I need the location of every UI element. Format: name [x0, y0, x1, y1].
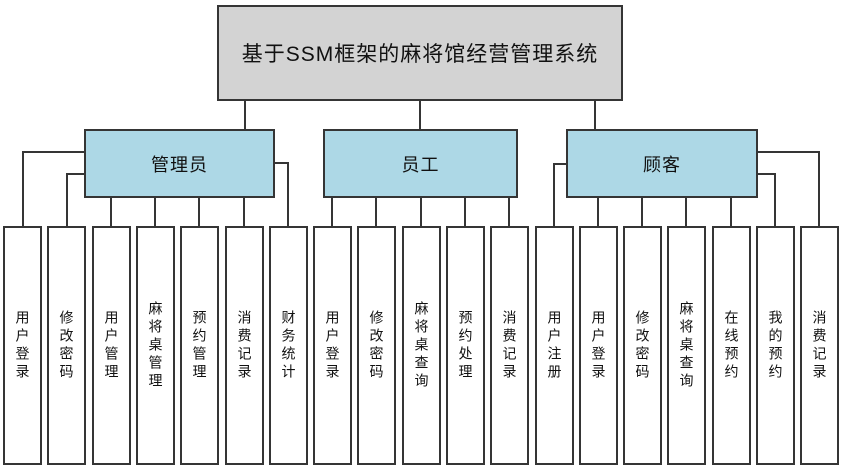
leaf-label: 麻将桌管理 — [147, 300, 164, 391]
leaf-node: 消费记录 — [225, 226, 264, 465]
leaf-node: 修改密码 — [357, 226, 396, 465]
leaf-node: 修改密码 — [47, 226, 86, 465]
group-node-staff: 员工 — [323, 129, 518, 198]
leaf-label: 用户登录 — [590, 309, 607, 382]
connector-line — [22, 151, 86, 153]
connector-line — [110, 196, 112, 227]
connector-line — [154, 196, 156, 227]
group-label: 员工 — [401, 154, 440, 175]
connector-line — [594, 99, 596, 131]
leaf-label: 消费记录 — [501, 309, 518, 382]
leaf-label: 用户登录 — [14, 309, 31, 382]
connector-line — [553, 163, 568, 165]
leaf-node: 用户注册 — [535, 226, 574, 465]
leaf-label: 在线预约 — [723, 309, 740, 382]
leaf-node: 修改密码 — [623, 226, 662, 465]
connector-line — [597, 196, 599, 227]
connector-line — [244, 99, 246, 131]
leaf-node: 预约处理 — [446, 226, 485, 465]
root-node: 基于SSM框架的麻将馆经营管理系统 — [217, 5, 623, 101]
connector-line — [464, 196, 466, 227]
connector-line — [287, 162, 289, 227]
connector-line — [66, 173, 86, 175]
group-node-admin: 管理员 — [84, 129, 275, 198]
leaf-node: 在线预约 — [712, 226, 751, 465]
leaf-node: 麻将桌查询 — [402, 226, 441, 465]
leaf-node: 预约管理 — [180, 226, 219, 465]
connector-line — [243, 196, 245, 227]
connector-line — [685, 196, 687, 227]
connector-line — [273, 162, 289, 164]
leaf-label: 财务统计 — [280, 309, 297, 382]
leaf-node: 消费记录 — [800, 226, 839, 465]
connector-line — [818, 151, 820, 227]
leaf-node: 麻将桌管理 — [136, 226, 175, 465]
connector-line — [375, 196, 377, 227]
leaf-node: 麻将桌查询 — [667, 226, 706, 465]
leaf-label: 我的预约 — [767, 309, 784, 382]
connector-line — [756, 151, 820, 153]
connector-line — [331, 196, 333, 227]
connector-line — [508, 196, 510, 227]
leaf-label: 用户注册 — [546, 309, 563, 382]
connector-line — [22, 151, 24, 227]
leaf-label: 预约处理 — [457, 309, 474, 382]
group-label: 顾客 — [643, 154, 681, 175]
connector-line — [756, 173, 776, 175]
group-label: 管理员 — [151, 154, 208, 175]
leaf-label: 修改密码 — [368, 309, 385, 382]
leaf-label: 预约管理 — [191, 309, 208, 382]
connector-line — [641, 196, 643, 227]
leaf-label: 修改密码 — [58, 309, 75, 382]
leaf-label: 修改密码 — [634, 309, 651, 382]
leaf-label: 消费记录 — [811, 309, 828, 382]
leaf-node: 消费记录 — [490, 226, 529, 465]
leaf-node: 用户登录 — [3, 226, 42, 465]
connector-line — [420, 196, 422, 227]
leaf-label: 消费记录 — [236, 309, 253, 382]
connector-line — [198, 196, 200, 227]
leaf-node: 我的预约 — [756, 226, 795, 465]
group-node-customer: 顾客 — [566, 129, 758, 198]
connector-line — [419, 99, 421, 131]
connector-line — [730, 196, 732, 227]
connector-line — [66, 173, 68, 227]
root-title: 基于SSM框架的麻将馆经营管理系统 — [241, 43, 599, 66]
leaf-node: 用户管理 — [92, 226, 131, 465]
leaf-label: 用户管理 — [103, 309, 120, 382]
connector-line — [774, 173, 776, 227]
leaf-node: 用户登录 — [313, 226, 352, 465]
connector-line — [553, 163, 555, 227]
leaf-node: 用户登录 — [579, 226, 618, 465]
leaf-label: 麻将桌查询 — [678, 300, 695, 391]
leaf-node: 财务统计 — [269, 226, 308, 465]
leaf-label: 麻将桌查询 — [413, 300, 430, 391]
leaf-label: 用户登录 — [324, 309, 341, 382]
